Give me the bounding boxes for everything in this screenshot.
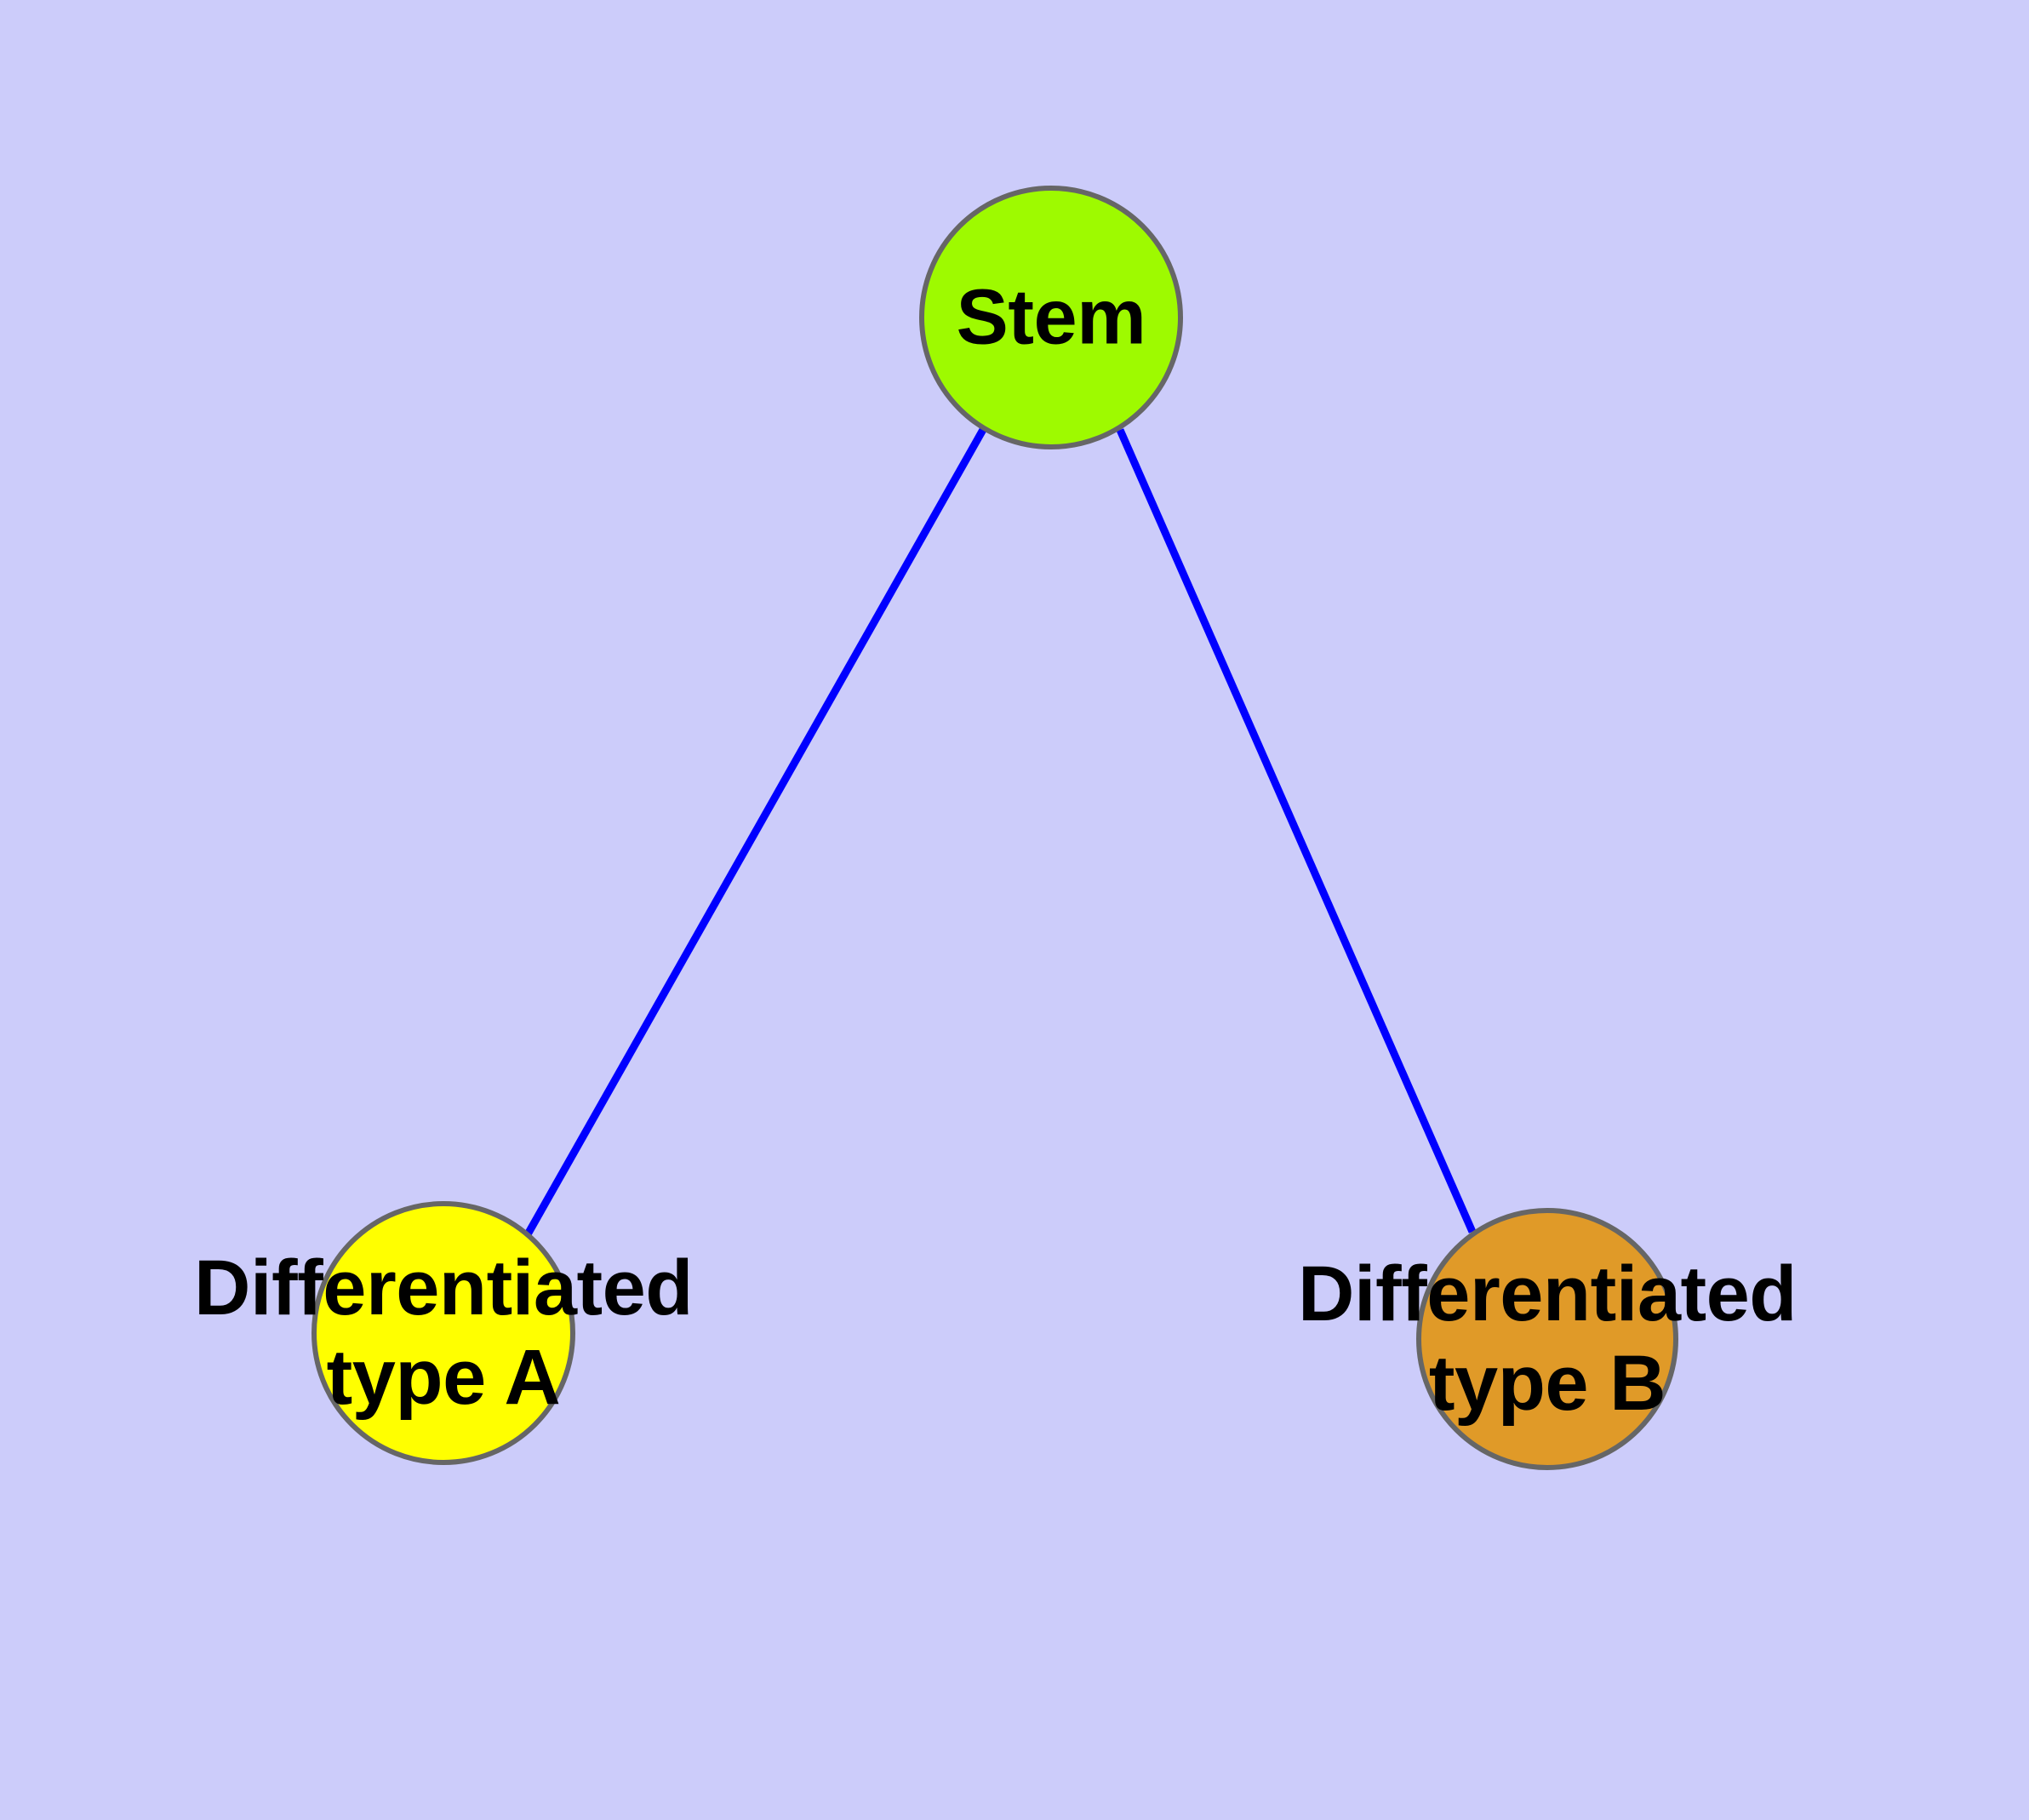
- graph-node-stem[interactable]: [919, 186, 1183, 449]
- graph-node-diff_b[interactable]: [1416, 1208, 1678, 1470]
- edge-layer: [524, 426, 1477, 1237]
- graph-edge[interactable]: [1116, 428, 1477, 1233]
- node-layer: [311, 186, 1678, 1470]
- graph-edge[interactable]: [524, 426, 987, 1237]
- graph-node-diff_a[interactable]: [311, 1201, 575, 1465]
